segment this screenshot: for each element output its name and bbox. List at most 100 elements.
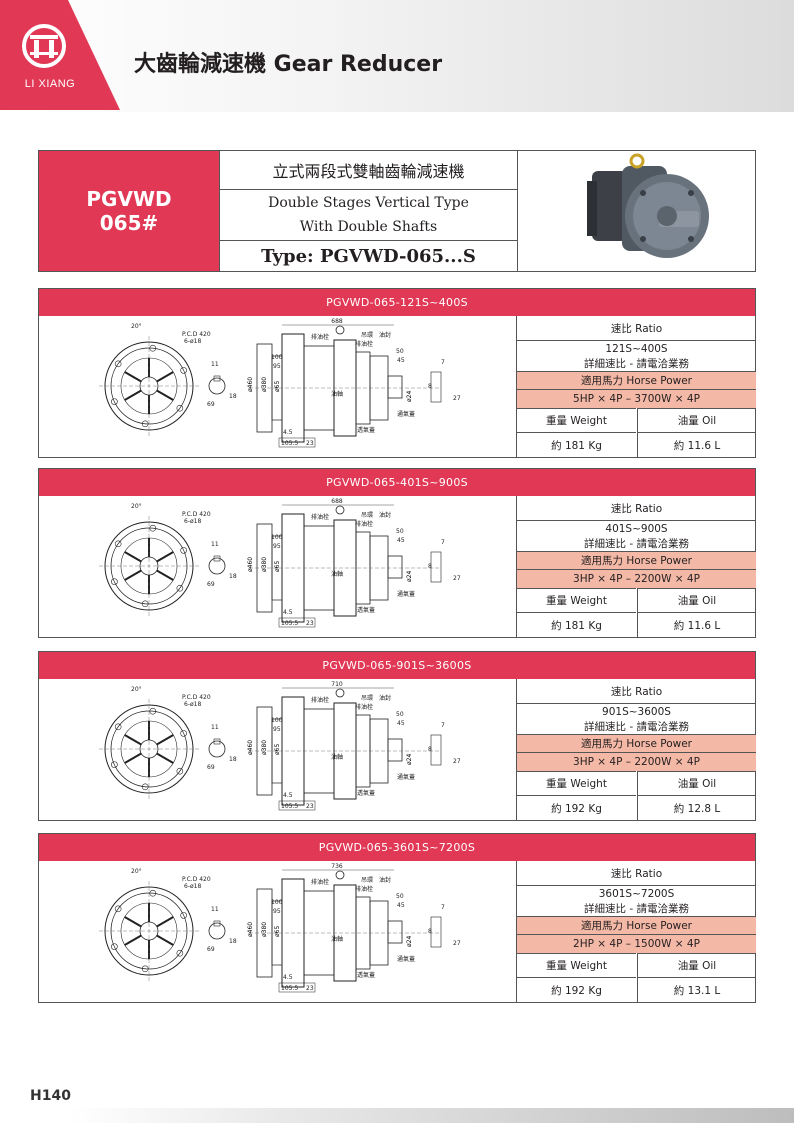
weight-label: 重量 Weight [517,408,636,432]
dim-23: 23 [306,620,314,627]
ratio-label: 速比 Ratio [610,322,663,335]
dim-27: 27 [453,395,461,402]
dim-100: 100 [271,899,283,906]
hp-value: 3HP × 4P – 2200W × 4P [517,569,756,588]
oil-value: 約 12.8 L [637,795,756,820]
pcd-label: P.C.D 420 [182,331,211,338]
weight-label: 重量 Weight [517,953,636,977]
label-oilplug: 排油栓 [355,885,373,893]
dim-4.5: 4.5 [283,974,293,981]
model-line1: PGVWD [86,187,172,211]
pcd-label: P.C.D 420 [182,876,211,883]
dim-100: 100 [271,534,283,541]
dim-length: 688 [331,498,343,505]
dim-50: 50 [396,711,404,718]
dim-11: 11 [211,361,219,368]
dim-27: 27 [453,575,461,582]
dim-380: ø380 [261,740,268,755]
label-oilseal: 油封 [379,511,391,519]
dim-100: 100 [271,717,283,724]
label-vent: 通氣蓋 [397,773,415,781]
hp-label: 適用馬力 Horse Power [517,734,756,752]
dim-length: 736 [331,863,343,870]
description-cell: 立式兩段式雙軸齒輪減速機 Double Stages Vertical Type… [219,151,518,271]
weight-label: 重量 Weight [517,771,636,795]
dim-7: 7 [441,359,445,366]
dim-95: 95 [273,543,281,550]
dim-18: 18 [229,756,237,763]
dim-45: 45 [397,537,405,544]
spec-title: PGVWD-065-3601S~7200S [39,834,755,861]
product-info-box: PGVWD 065# 立式兩段式雙軸齒輪減速機 Double Stages Ve… [38,150,756,272]
label-lift: 吊環 [361,512,373,519]
label-lift: 吊環 [361,695,373,702]
label-oilseal: 油封 [379,876,391,884]
spec-title: PGVWD-065-121S~400S [39,289,755,316]
brand-name: LI XIANG [24,78,76,90]
weight-label: 重量 Weight [517,588,636,612]
dim-95: 95 [273,908,281,915]
oil-value: 約 13.1 L [637,977,756,1002]
dim-11: 11 [211,906,219,913]
dim-105.5: 105.5 [281,803,298,810]
spec-table: 速比 Ratio 901S~3600S 詳細速比 - 請電洽業務 適用馬力 Ho… [516,679,756,820]
label-vent: 通氣蓋 [397,955,415,963]
dim-460: ø460 [247,377,254,392]
weight-value: 約 181 Kg [517,612,636,637]
label-cover: 透氣蓋 [357,426,375,434]
hp-value: 3HP × 4P – 2200W × 4P [517,752,756,771]
ratio-detail: 詳細速比 - 請電洽業務 [584,358,689,370]
dim-18: 18 [229,573,237,580]
dim-380: ø380 [261,922,268,937]
page-title: 大齒輪減速機 Gear Reducer [134,52,443,77]
dim-45: 45 [397,720,405,727]
label-cover: 透氣蓋 [357,606,375,614]
label-fill: 排油栓 [311,696,329,704]
label-lift: 吊環 [361,877,373,884]
label-oilseal: 油封 [379,331,391,339]
label-fill: 排油栓 [311,513,329,521]
label-cover: 透氣蓋 [357,789,375,797]
hp-value: 5HP × 4P – 3700W × 4P [517,389,756,408]
dim-24: ø24 [406,936,413,947]
hp-label: 適用馬力 Horse Power [517,551,756,569]
dim-4.5: 4.5 [283,792,293,799]
holes-label: 6-ø18 [184,338,201,345]
weight-value: 約 181 Kg [517,432,636,457]
dim-95: 95 [273,726,281,733]
spec-table: 速比 Ratio 121S~400S 詳細速比 - 請電洽業務 適用馬力 Hor… [516,316,756,457]
drawing-svg: 20°P.C.D 4206-ø18116918688排油栓吊環排油栓油封1009… [99,498,461,628]
dim-length: 688 [331,318,343,325]
holes-label: 6-ø18 [184,701,201,708]
dim-4.5: 4.5 [283,609,293,616]
dim-7: 7 [441,722,445,729]
dim-460: ø460 [247,922,254,937]
page-number: H140 [30,1088,71,1104]
dim-100: 100 [271,354,283,361]
dim-4.5: 4.5 [283,429,293,436]
dim-380: ø380 [261,557,268,572]
label-cover: 透氣蓋 [357,971,375,979]
dim-95: 95 [273,363,281,370]
label-fill: 排油栓 [311,878,329,886]
dim-105.5: 105.5 [281,985,298,992]
dim-18: 18 [229,393,237,400]
logo [0,0,120,110]
holes-label: 6-ø18 [184,883,201,890]
weight-value: 約 192 Kg [517,977,636,1002]
dim-105.5: 105.5 [281,440,298,447]
oil-label: 油量 Oil [637,771,756,795]
model-line2: 065# [99,211,159,235]
dim-69: 69 [207,401,215,408]
dim-23: 23 [306,803,314,810]
dim-8: 8 [428,383,432,390]
footer-bar [70,1108,794,1123]
dim-65: ø65 [274,926,281,937]
spec-title: PGVWD-065-401S~900S [39,469,755,496]
dim-18: 18 [229,938,237,945]
